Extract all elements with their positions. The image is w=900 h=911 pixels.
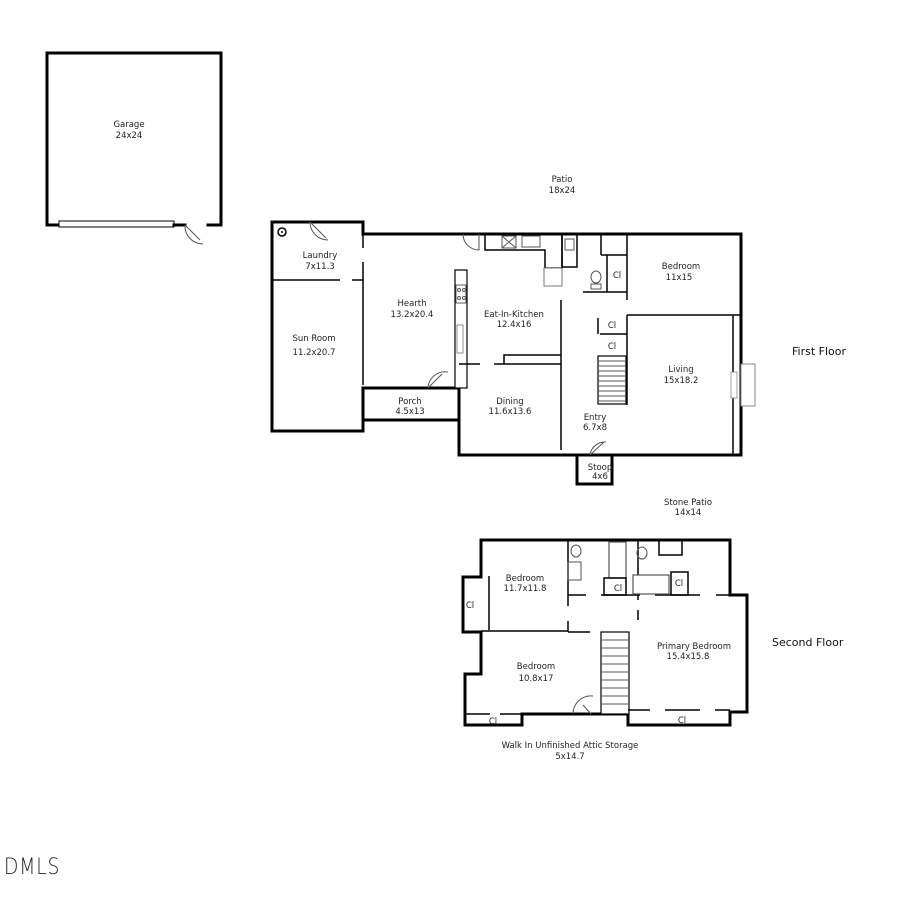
porch-label: Porch bbox=[398, 397, 421, 407]
laundry-size: 7x11.3 bbox=[305, 262, 334, 272]
garage: Garage 24x24 bbox=[45, 51, 223, 245]
entry-label: Entry bbox=[584, 413, 607, 423]
garage-size: 24x24 bbox=[116, 131, 143, 141]
closet-label: Cl bbox=[613, 271, 621, 281]
second-floor-title: Second Floor bbox=[772, 636, 844, 649]
laundry-label: Laundry bbox=[303, 251, 338, 261]
kitchen-label: Eat-In-Kitchen bbox=[484, 310, 544, 320]
dining-size: 11.6x13.6 bbox=[489, 407, 532, 417]
hearth-label: Hearth bbox=[397, 299, 426, 309]
living-label: Living bbox=[668, 365, 693, 375]
closet-label: Cl bbox=[608, 342, 616, 352]
stone-patio-size: 14x14 bbox=[675, 508, 702, 518]
closet-label: Cl bbox=[608, 321, 616, 331]
primary-bedroom-size: 15.4x15.8 bbox=[667, 652, 710, 662]
closet-label: Cl bbox=[489, 717, 497, 727]
attic-label: Walk In Unfinished Attic Storage bbox=[502, 741, 639, 751]
kitchen-size: 12.4x16 bbox=[497, 320, 532, 330]
sun-room-size: 11.2x20.7 bbox=[293, 348, 336, 358]
attic-size: 5x14.7 bbox=[555, 752, 584, 762]
garage-label: Garage bbox=[113, 120, 144, 130]
porch-size: 4.5x13 bbox=[395, 407, 424, 417]
sun-room-label: Sun Room bbox=[292, 334, 335, 344]
first-floor: Cl Cl Cl Laundry 7x11.3 Sun Room 11.2x20… bbox=[270, 220, 846, 486]
closet-label: Cl bbox=[614, 584, 622, 594]
closet-label: Cl bbox=[675, 579, 683, 589]
stoop-label: Stoop bbox=[588, 463, 613, 473]
bedroom-b-size: 10.8x17 bbox=[519, 674, 554, 684]
first-floor-title: First Floor bbox=[792, 345, 846, 358]
bedroom-a-size: 11.7x11.8 bbox=[504, 584, 547, 594]
bedroom-b-label: Bedroom bbox=[517, 662, 555, 672]
closet-label: Cl bbox=[678, 716, 686, 726]
patio-size: 18x24 bbox=[549, 186, 576, 196]
living-size: 15x18.2 bbox=[664, 376, 699, 386]
dmls-logo: DMLS bbox=[4, 855, 61, 880]
patio-label: Patio bbox=[552, 175, 573, 185]
bedroom-size: 11x15 bbox=[666, 273, 693, 283]
stoop-size: 4x6 bbox=[592, 472, 608, 482]
closet-label: Cl bbox=[466, 601, 474, 611]
bedroom-a-label: Bedroom bbox=[506, 574, 544, 584]
dining-label: Dining bbox=[496, 397, 523, 407]
second-floor: Cl Cl Cl Cl Cl Bedroom 11.7x11.8 Bedroom… bbox=[461, 538, 844, 762]
primary-bedroom-label: Primary Bedroom bbox=[657, 642, 731, 652]
entry-size: 6.7x8 bbox=[583, 423, 607, 433]
bedroom-label: Bedroom bbox=[662, 262, 700, 272]
stone-patio-label: Stone Patio bbox=[664, 498, 712, 508]
hearth-size: 13.2x20.4 bbox=[391, 310, 434, 320]
